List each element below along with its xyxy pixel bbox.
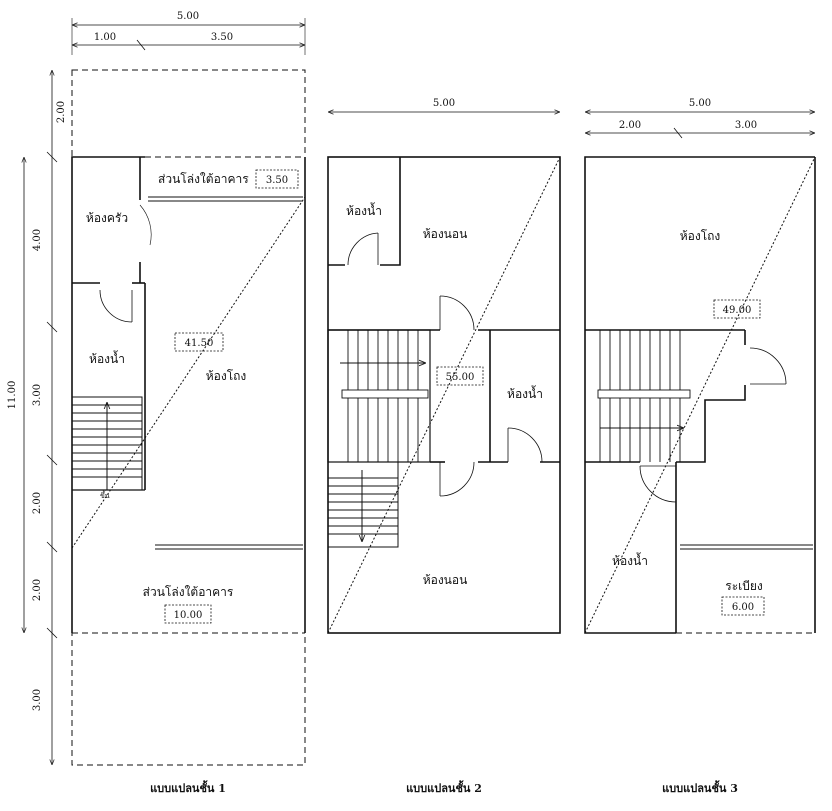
- plan-floor-3: [584, 112, 816, 634]
- plan-1-labels: 5.00 1.00 3.50 2.00 4.00 3.00 2.00 2.00 …: [7, 11, 288, 795]
- plan-3-caption: แบบแปลนชั้น 3: [662, 780, 738, 795]
- dim-seg-2: 4.00: [32, 229, 43, 251]
- open-area-back-label: ส่วนโล่งใต้อาคาร: [158, 172, 249, 186]
- open-area-front-label: ส่วนโล่งใต้อาคาร: [143, 585, 234, 599]
- plan-floor-1: [24, 18, 306, 766]
- bathroom-2-label: ห้องน้ำ: [507, 385, 543, 401]
- balcony-area-value: 6.00: [732, 602, 754, 613]
- floor-3-area-value: 49.00: [723, 305, 752, 316]
- floor-2-area-value: 55.00: [446, 372, 475, 383]
- dim-total-width: 5.00: [177, 11, 199, 22]
- dim-seg-6: 3.00: [32, 689, 43, 711]
- dim-left-width: 1.00: [94, 32, 116, 43]
- bedroom-1-label: ห้องนอน: [423, 227, 468, 241]
- dim-seg-3: 3.00: [32, 384, 43, 406]
- plan-floor-2: [327, 112, 561, 634]
- dim-right-width: 3.50: [211, 32, 233, 43]
- bathroom-label: ห้องน้ำ: [89, 350, 125, 366]
- balcony-label: ระเบียง: [725, 579, 763, 593]
- dim-seg-1: 2.00: [56, 101, 67, 123]
- dim-seg-4: 2.00: [32, 492, 43, 514]
- dim-total-width-2: 5.00: [433, 98, 455, 109]
- bathroom-1-label: ห้องน้ำ: [346, 202, 382, 218]
- hall-3-label: ห้องโถง: [680, 229, 721, 243]
- dim-overall-length: 11.00: [7, 381, 18, 410]
- dim-total-width-3: 5.00: [689, 98, 711, 109]
- hall-label: ห้องโถง: [206, 369, 247, 383]
- stair-up-mark: ขึ้น: [100, 489, 110, 500]
- bedroom-2-label: ห้องนอน: [423, 573, 468, 587]
- plan-3-labels: 5.00 2.00 3.00 ห้องโถง 49.00 ห้องน้ำ ระเ…: [612, 98, 763, 795]
- plan-2-caption: แบบแปลนชั้น 2: [406, 780, 482, 795]
- open-area-front-value: 10.00: [174, 610, 203, 621]
- dim-left-width-3: 2.00: [619, 120, 641, 131]
- bathroom-3-label: ห้องน้ำ: [612, 552, 648, 568]
- kitchen-label: ห้องครัว: [86, 211, 128, 225]
- dim-seg-5: 2.00: [32, 579, 43, 601]
- dim-right-width-3: 3.00: [735, 120, 757, 131]
- hall-area-value: 41.50: [185, 338, 214, 349]
- open-area-back-value: 3.50: [266, 175, 288, 186]
- plan-2-labels: 5.00 ห้องน้ำ ห้องนอน 55.00 ห้องน้ำ ห้องน…: [346, 98, 543, 795]
- plan-1-caption: แบบแปลนชั้น 1: [150, 780, 226, 795]
